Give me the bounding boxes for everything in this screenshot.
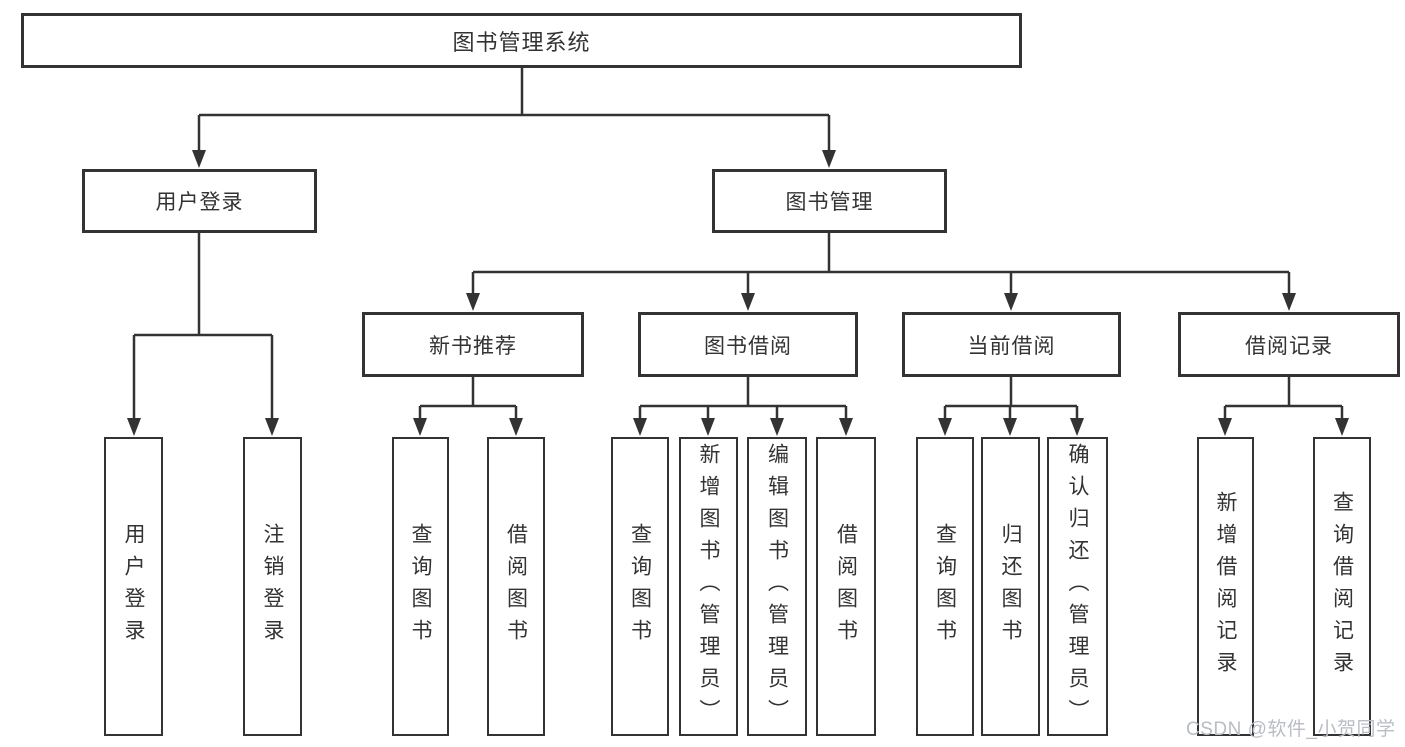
- leaf-label: 新增图书（管理员）: [697, 442, 720, 731]
- node-user-login: 用户登录: [82, 169, 317, 233]
- connector-current-to-leaves: [943, 377, 1079, 423]
- leaf-label: 注销登录: [261, 522, 284, 651]
- connector-root-to-level2: [197, 66, 831, 155]
- arrow-down-icon: [839, 418, 853, 436]
- leaf-borrow-books-recommend: 借阅图书: [487, 437, 545, 736]
- connector-bookmgmt-to-level3: [471, 233, 1291, 298]
- leaf-confirm-return-admin: 确认归还（管理员）: [1047, 437, 1108, 736]
- leaf-user-login: 用户登录: [104, 437, 163, 736]
- leaf-query-books-borrow: 查询图书: [611, 437, 669, 736]
- leaf-query-borrow-record: 查询借阅记录: [1313, 437, 1371, 736]
- node-new-book-recommendation: 新书推荐: [362, 312, 584, 377]
- connector-records-to-leaves: [1223, 377, 1344, 423]
- connector-newbook-to-leaves: [418, 377, 518, 423]
- arrow-down-icon: [701, 418, 715, 436]
- arrow-down-icon: [192, 150, 206, 168]
- leaf-label: 查询图书: [409, 522, 432, 651]
- node-book-borrowing: 图书借阅: [638, 312, 858, 377]
- leaf-label: 新增借阅记录: [1214, 490, 1237, 683]
- arrow-down-icon: [1070, 418, 1084, 436]
- connector-borrowing-to-leaves: [638, 377, 848, 423]
- arrow-down-icon: [633, 418, 647, 436]
- arrow-down-icon: [1003, 418, 1017, 436]
- node-current-borrowing: 当前借阅: [902, 312, 1121, 377]
- arrowheads: [127, 150, 1349, 436]
- leaf-add-books-admin: 新增图书（管理员）: [679, 437, 738, 736]
- arrow-down-icon: [938, 418, 952, 436]
- arrow-down-icon: [265, 418, 279, 436]
- arrow-down-icon: [413, 418, 427, 436]
- arrow-down-icon: [770, 418, 784, 436]
- leaf-label: 归还图书: [999, 522, 1022, 651]
- arrow-down-icon: [1004, 293, 1018, 311]
- leaf-label: 查询图书: [933, 522, 957, 651]
- arrow-down-icon: [127, 418, 141, 436]
- arrow-down-icon: [1218, 418, 1232, 436]
- leaf-label: 查询借阅记录: [1330, 490, 1354, 683]
- leaf-label: 编辑图书（管理员）: [765, 442, 789, 731]
- arrow-down-icon: [1282, 293, 1296, 311]
- leaf-return-books: 归还图书: [981, 437, 1040, 736]
- arrow-down-icon: [822, 150, 836, 168]
- arrow-down-icon: [1335, 418, 1349, 436]
- leaf-borrow-books: 借阅图书: [816, 437, 876, 736]
- leaf-label: 查询图书: [628, 522, 652, 651]
- leaf-label: 用户登录: [122, 522, 145, 651]
- arrow-down-icon: [741, 293, 755, 311]
- leaf-edit-books-admin: 编辑图书（管理员）: [747, 437, 807, 736]
- leaf-query-books-current: 查询图书: [916, 437, 974, 736]
- node-book-management: 图书管理: [712, 169, 947, 233]
- node-library-management-system: 图书管理系统: [21, 13, 1022, 68]
- leaf-label: 确认归还（管理员）: [1066, 442, 1089, 731]
- leaf-add-borrow-record: 新增借阅记录: [1197, 437, 1254, 736]
- arrow-down-icon: [509, 418, 523, 436]
- watermark: CSDN @软件_小贺同学: [1186, 719, 1396, 740]
- leaf-label: 借阅图书: [504, 522, 528, 651]
- connector-userlogin-to-leaves: [132, 233, 274, 423]
- node-borrowing-records: 借阅记录: [1178, 312, 1400, 377]
- leaf-logout: 注销登录: [243, 437, 302, 736]
- leaf-query-books-recommend: 查询图书: [392, 437, 449, 736]
- arrow-down-icon: [466, 293, 480, 311]
- leaf-label: 借阅图书: [834, 522, 858, 651]
